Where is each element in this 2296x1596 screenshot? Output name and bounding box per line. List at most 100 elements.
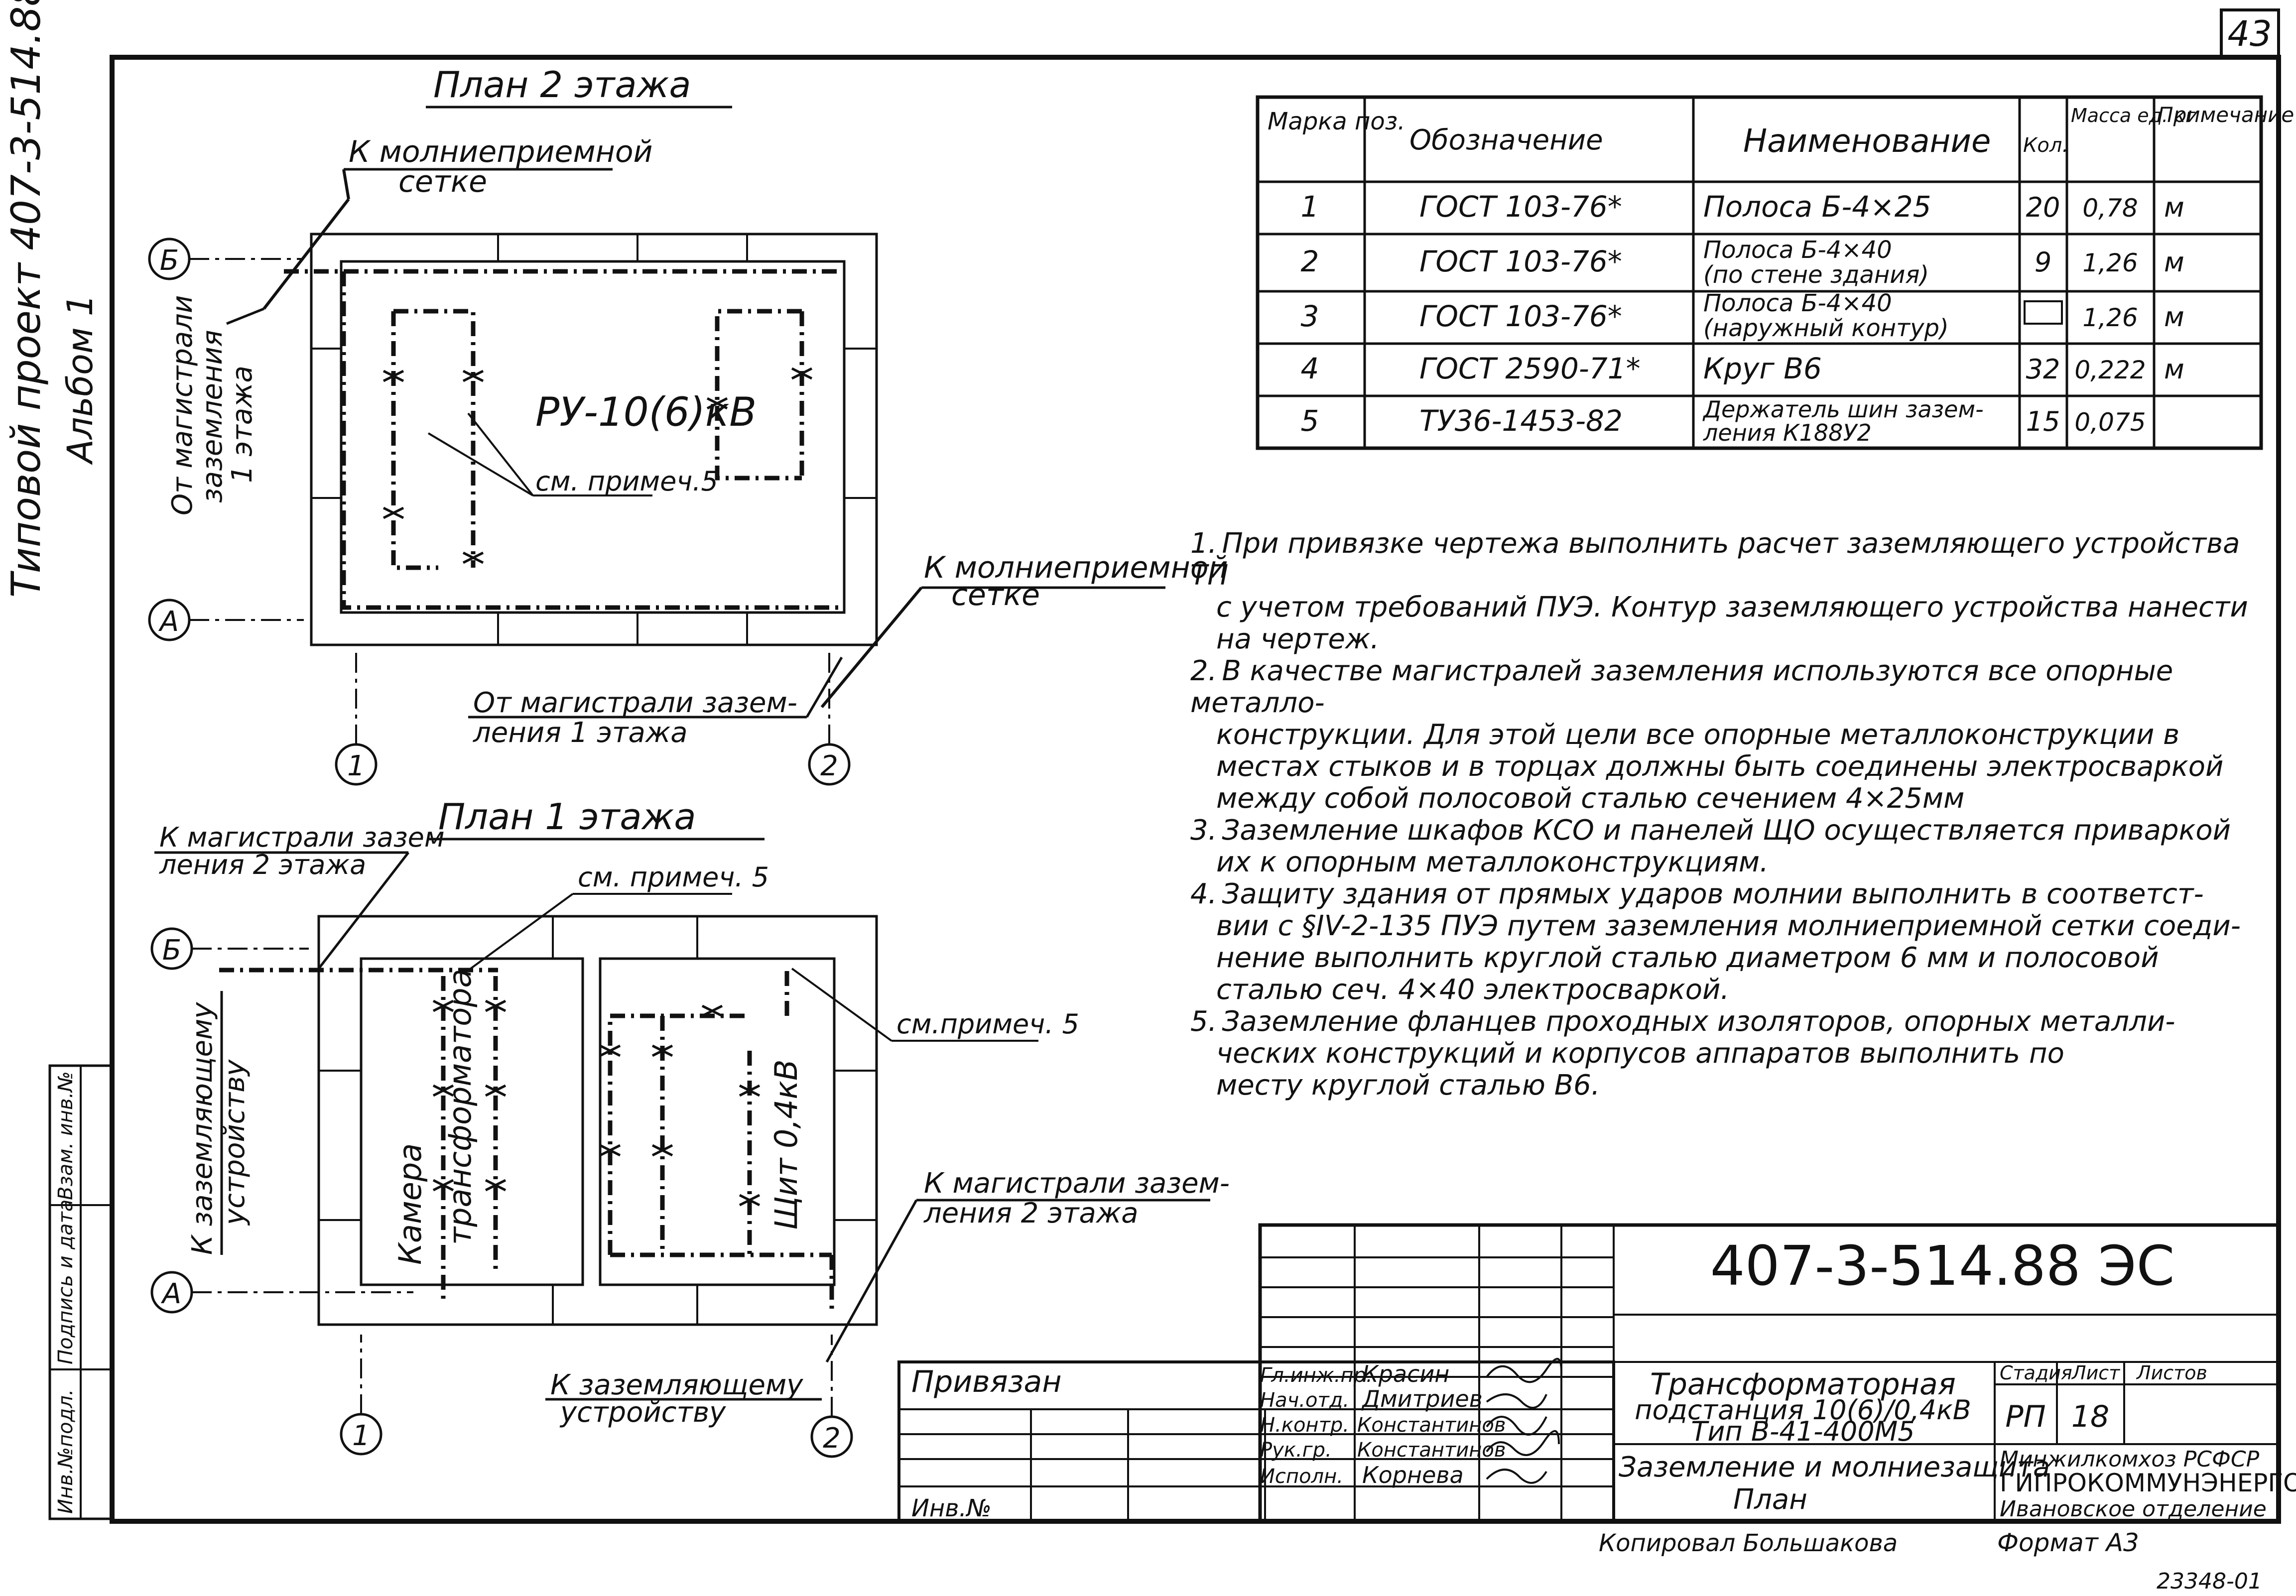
- plan1-axis-b: Б: [162, 934, 181, 967]
- margin-replace: Взам. инв.№: [54, 1071, 77, 1200]
- role-3-name: Константинов: [1357, 1414, 1506, 1437]
- plan2-mesh-top-line2: сетке: [398, 164, 487, 199]
- org-line2: ГИПРОКОММУНЭНЕРГО: [2000, 1469, 2296, 1497]
- note-5-cont2: месту круглой сталью В6.: [1216, 1069, 1600, 1102]
- spec-row3-mass: 1,26: [2082, 303, 2138, 332]
- plan1-to-device-bottom-line1: К заземляющему: [550, 1369, 803, 1401]
- drawing-line1: Заземление и молниезащита: [1619, 1451, 2050, 1483]
- plan1-title: План 1 этажа: [438, 796, 696, 838]
- drawing-line2: План: [1733, 1483, 1807, 1516]
- plan-2nd-floor: План 2 этажа: [148, 64, 1228, 786]
- spec-row2-name-line2: (по стене здания): [1703, 261, 1929, 289]
- format-label: Формат А3: [1997, 1528, 2139, 1557]
- spec-row5-name-line2: ления К188У2: [1703, 419, 1872, 446]
- role-3: Н.контр.: [1260, 1414, 1349, 1437]
- doc-code: 407-3-514.88 ЭС: [1710, 1234, 2175, 1298]
- spec-row3-pos: 3: [1301, 299, 1319, 333]
- role-5: Исполн.: [1260, 1465, 1343, 1488]
- plan2-from-main-line3: 1 этажа: [226, 366, 258, 483]
- note-5: 5.Заземление фланцев проходных изоляторо…: [1190, 1005, 2175, 1038]
- inv-no-label: Инв.№: [911, 1494, 992, 1522]
- plan2-from-main2-line2: ления 1 этажа: [473, 717, 688, 749]
- spec-table: Марка поз. Обозначение Наименование Кол.…: [1256, 95, 2294, 450]
- note-2-cont3: между собой полосовой сталью сечением 4×…: [1216, 782, 1965, 815]
- role-5-name: Корнева: [1362, 1462, 1464, 1488]
- stage-label: Стадия: [2000, 1362, 2072, 1384]
- margin-stamp: Инв.№подл. Подпись и дата Взам. инв.№: [48, 1064, 114, 1520]
- spec-row4-qty: 32: [2026, 354, 2060, 385]
- plan1-to-device-left-line2: устройству: [219, 1059, 251, 1226]
- spec-row3-name-line1: Полоса Б-4×40: [1703, 289, 1892, 317]
- note-4-cont2: нение выполнить круглой сталью диаметром…: [1216, 942, 2159, 974]
- note-4: 4.Защиту здания от прямых ударов молнии …: [1190, 878, 2204, 910]
- plan1-see-note-top: см. примеч. 5: [578, 861, 769, 893]
- role-1: Гл.инж.пр.: [1260, 1364, 1373, 1387]
- plan2-from-main2-line1: От магистрали зазем-: [473, 687, 797, 719]
- plan1-to-device-left-line1: К заземляющему: [186, 1002, 219, 1255]
- plan2-from-main-line1: От магистрали: [166, 295, 199, 515]
- plan1-to-device-bottom-line2: устройству: [559, 1396, 726, 1429]
- side-project-label: Типовой проект 407-3-514.88: [3, 0, 49, 598]
- spec-row3-note: м: [2164, 301, 2184, 333]
- title-block: 407-3-514.88 ЭС Привязан Инв.№ Гл.инж.пр…: [897, 1223, 2296, 1557]
- role-4: Рук.гр.: [1260, 1439, 1332, 1462]
- object-line2: подстанция 10(6)/0,4кВ: [1635, 1394, 1971, 1426]
- spec-row2-code: ГОСТ 103-76*: [1419, 245, 1622, 278]
- spec-header-code: Обозначение: [1409, 124, 1603, 156]
- spec-row1-pos: 1: [1301, 190, 1319, 224]
- note-3: 3.Заземление шкафов КСО и панелей ЩО осу…: [1190, 814, 2231, 847]
- margin-sign: Подпись и дата: [54, 1200, 77, 1364]
- sheets-label: Листов: [2136, 1362, 2207, 1384]
- plan2-mesh-right-line1: К молниеприемной: [924, 550, 1228, 585]
- plan2-see-note: см. примеч.5: [535, 466, 718, 497]
- spec-row1-note: м: [2164, 192, 2184, 223]
- note-2-cont1: конструкции. Для этой цели все опорные м…: [1216, 719, 2180, 751]
- plan-1st-floor: План 1 этажа К магистрали зазем- ления 2…: [150, 796, 1230, 1458]
- side-album-label: Альбом 1: [60, 294, 101, 465]
- notes-block: 1.При привязке чертежа выполнить расчет …: [1190, 528, 2251, 1102]
- spec-row5-mass: 0,075: [2074, 408, 2146, 437]
- plan1-axis-1: 1: [352, 1420, 370, 1452]
- note-4-cont1: вии с §IV-2-135 ПУЭ путем заземления мол…: [1216, 910, 2241, 942]
- spec-row2-note: м: [2164, 246, 2184, 278]
- spec-row4-note: м: [2164, 354, 2184, 385]
- bottom-code: 23348-01: [2157, 1569, 2262, 1594]
- spec-row4-mass: 0,222: [2074, 356, 2146, 384]
- spec-row1-code: ГОСТ 103-76*: [1419, 190, 1622, 224]
- spec-row4-pos: 4: [1301, 352, 1319, 385]
- role-2: Нач.отд.: [1260, 1389, 1349, 1412]
- plan2-title: План 2 этажа: [433, 64, 691, 106]
- spec-row3-name-line2: (наружный контур): [1703, 314, 1949, 342]
- plan2-from-main-line2: заземления: [196, 330, 229, 503]
- plan1-axis-a: А: [161, 1278, 181, 1310]
- spec-row2-qty: 9: [2035, 246, 2051, 278]
- spec-row2-mass: 1,26: [2082, 248, 2138, 277]
- spec-row5-code: ТУ36-1453-82: [1419, 404, 1623, 438]
- spec-row3-code: ГОСТ 103-76*: [1419, 299, 1622, 333]
- role-4-name: Константинов: [1357, 1439, 1506, 1462]
- plan2-mesh-top-line1: К молниеприемной: [349, 134, 653, 169]
- spec-row3-qty-box: [2024, 300, 2063, 325]
- spec-row2-pos: 2: [1301, 245, 1319, 278]
- plan1-to-main2-line1: К магистрали зазем-: [924, 1167, 1230, 1200]
- plan2-axis-2: 2: [820, 750, 838, 782]
- page-number-box: [2220, 8, 2280, 59]
- plan1-to-main-line2: ления 2 этажа: [159, 849, 366, 880]
- object-line1: Трансформаторная: [1650, 1367, 1956, 1402]
- plan2-axis-b: Б: [160, 245, 179, 277]
- attached-label: Привязан: [911, 1364, 1062, 1399]
- note-5-cont1: ческих конструкций и корпусов аппаратов …: [1216, 1037, 2064, 1070]
- note-2: 2.В качестве магистралей заземления испо…: [1190, 655, 2173, 719]
- plan2-axis-1: 1: [347, 750, 365, 782]
- page-number: 43: [2227, 13, 2272, 54]
- spec-header-note: Примечание: [2158, 103, 2294, 127]
- spec-row5-qty: 15: [2026, 406, 2060, 437]
- plan1-room-camera-line2: трансформатора: [442, 969, 478, 1245]
- spec-row5-pos: 5: [1301, 404, 1319, 438]
- object-line3: Тип В-41-400М5: [1691, 1416, 1914, 1447]
- spec-row4-name: Круг В6: [1703, 352, 1822, 385]
- spec-row2-name-line1: Полоса Б-4×40: [1703, 236, 1892, 264]
- plan2-room-label: РУ-10(6)кВ: [535, 389, 757, 435]
- note-2-cont2: местах стыков и в торцах должны быть сое…: [1216, 750, 2224, 783]
